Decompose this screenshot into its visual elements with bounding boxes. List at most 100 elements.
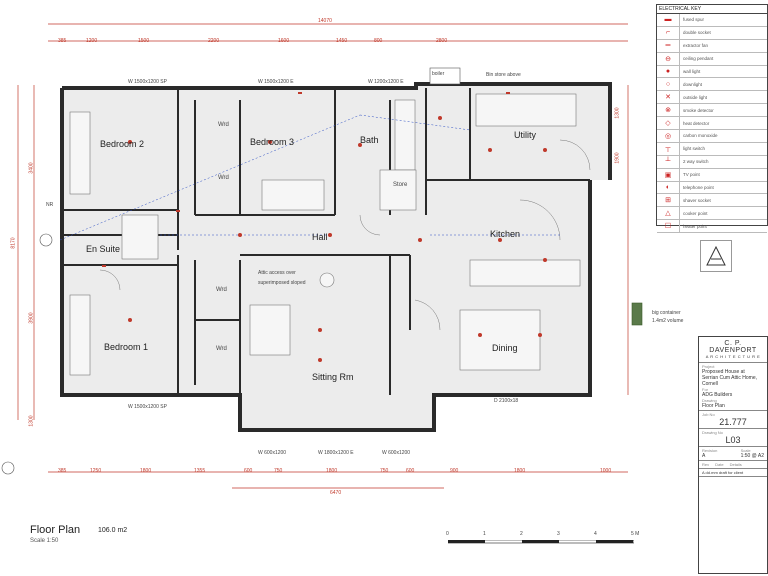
electrical-symbol-icon: ⊗ bbox=[657, 104, 680, 117]
electrical-key-label: 2 way switch bbox=[683, 159, 709, 165]
client-name: ADG Builders bbox=[702, 392, 733, 398]
electrical-key-title: ELECTRICAL KEY bbox=[657, 5, 767, 14]
scale-tick-label: 4 bbox=[594, 531, 597, 537]
dim-top-8: 2800 bbox=[436, 38, 448, 44]
dim-bot-3: 1800 bbox=[140, 468, 152, 474]
electrical-key-label: outside light bbox=[683, 94, 708, 100]
scale-tick-label: 5 M bbox=[631, 531, 640, 537]
electrical-key-row: ●wall light bbox=[657, 65, 767, 79]
dim-bot-6: 750 bbox=[274, 468, 283, 474]
dim-overall-top: 14070 bbox=[318, 18, 332, 24]
electrical-key-label: extractor fan bbox=[683, 43, 709, 49]
drawing-footer-title: Floor Plan bbox=[30, 524, 81, 536]
dim-bot-10: 900 bbox=[450, 468, 459, 474]
project-line-2: Serrian Cum Attic Home, bbox=[702, 375, 758, 381]
revision-value: A bbox=[702, 453, 706, 459]
window-tag-bot-1: W 1500x1200 SP bbox=[128, 404, 167, 410]
architect-logo bbox=[700, 240, 732, 272]
dim-bot-4: 1355 bbox=[194, 468, 206, 474]
room-store: Store bbox=[393, 182, 408, 188]
room-sitting: Sitting Rm bbox=[312, 372, 354, 382]
dim-bot-5: 600 bbox=[244, 468, 253, 474]
revision-table-header: Rev Date Details bbox=[699, 461, 767, 469]
electrical-key-row: ▣TV point bbox=[657, 168, 767, 182]
scale-value: 1:50 @ A2 bbox=[740, 453, 764, 459]
electrical-key-label: heat detector bbox=[683, 120, 710, 126]
electrical-key-label: smoke detector bbox=[683, 107, 714, 113]
dim-left-3: 1300 bbox=[28, 415, 35, 427]
note-attic-2: superimposed sloped bbox=[258, 280, 306, 286]
dim-right-1: 1300 bbox=[614, 107, 621, 119]
window-tag-top-2: W 1500x1200 E bbox=[258, 79, 294, 85]
electrical-key-row: ▬fused spur bbox=[657, 14, 767, 27]
electrical-key-label: double socket bbox=[683, 30, 711, 36]
electrical-symbol-icon: ▣ bbox=[657, 168, 680, 181]
fixtures bbox=[69, 67, 643, 376]
note-bag-1: big container bbox=[652, 310, 681, 316]
dim-bot-11: 1800 bbox=[514, 468, 526, 474]
electrical-key-label: downlight bbox=[683, 81, 703, 87]
electrical-symbol-icon: ⌐ bbox=[657, 26, 680, 39]
room-wardrobe-1: Wrd bbox=[218, 122, 229, 128]
electrical-key-label: heater point bbox=[683, 223, 707, 229]
scale-block: Scale 1:50 @ A2 bbox=[741, 448, 764, 459]
electrical-symbol-icon: ⊖ bbox=[657, 52, 680, 65]
window-tag-bot-3: W 1800x1200 E bbox=[318, 450, 354, 456]
electrical-key-row: ☐heater point bbox=[657, 220, 767, 234]
drawing-label: Drawing bbox=[702, 398, 717, 403]
electrical-key-rows: ▬fused spur⌐double socket═extractor fan⊖… bbox=[657, 14, 767, 234]
note-bag-2: 1.4m2 volume bbox=[652, 318, 684, 324]
electrical-symbol-icon: ● bbox=[657, 65, 680, 78]
electrical-key-label: TV point bbox=[683, 172, 700, 178]
room-dining: Dining bbox=[492, 343, 518, 353]
note-attic-1: Attic access over bbox=[258, 270, 296, 276]
dim-bot-8: 750 bbox=[380, 468, 389, 474]
scale-tick-label: 2 bbox=[520, 531, 523, 537]
electrical-key-label: shaver socket bbox=[683, 197, 711, 203]
room-bedroom-1: Bedroom 1 bbox=[104, 342, 149, 352]
revision-block: Revision A bbox=[702, 448, 717, 459]
drawing-title: Floor Plan bbox=[702, 403, 725, 409]
rev-header-details: Details bbox=[729, 462, 742, 467]
note-nr: NR bbox=[46, 202, 54, 208]
interior-walls bbox=[62, 88, 590, 395]
room-wardrobe-3: Wrd bbox=[216, 287, 227, 293]
firm-name: C. P. DAVENPORT A R C H I T E C T U R E bbox=[699, 337, 767, 363]
electrical-symbol-icon: ◇ bbox=[657, 117, 680, 130]
electrical-symbol-icon: ☐ bbox=[657, 220, 680, 233]
dim-left-2: 3900 bbox=[28, 312, 35, 324]
scale-tick-label: 0 bbox=[446, 531, 449, 537]
electrical-key-row: ⊗smoke detector bbox=[657, 104, 767, 118]
electrical-key-label: wall light bbox=[683, 69, 701, 74]
electrical-key-label: cooker point bbox=[683, 210, 708, 216]
electrical-symbol-icon: ◎ bbox=[657, 130, 680, 142]
dim-top-5: 1600 bbox=[278, 38, 290, 44]
room-kitchen: Kitchen bbox=[490, 229, 521, 239]
drawing-no-label: Drawing No bbox=[702, 430, 723, 435]
electrical-symbol-icon: ┬ bbox=[657, 142, 680, 155]
rev-header-rev: Rev bbox=[702, 462, 710, 467]
electrical-key-row: ═extractor fan bbox=[657, 39, 767, 53]
project-line-1: Proposed House at bbox=[702, 369, 745, 375]
room-en-suite: En Suite bbox=[86, 244, 121, 254]
electrical-key: ELECTRICAL KEY ▬fused spur⌐double socket… bbox=[656, 4, 768, 234]
dim-top-1: 385 bbox=[58, 38, 67, 44]
job-label: Job No bbox=[702, 412, 715, 417]
firm-name-text: C. P. DAVENPORT bbox=[709, 340, 757, 354]
dim-bot-7: 1800 bbox=[326, 468, 338, 474]
electrical-key-row: ✕outside light bbox=[657, 91, 767, 105]
room-bedroom-3: Bedroom 3 bbox=[250, 137, 295, 147]
electrical-key-row: ⊖ceiling pendant bbox=[657, 52, 767, 66]
revision-table-row: A dd.mm draft for client bbox=[699, 469, 767, 477]
project-line-3: Cornell bbox=[702, 381, 718, 387]
dim-left-1: 3400 bbox=[28, 162, 35, 174]
electrical-symbol-icon: ✕ bbox=[657, 91, 680, 104]
electrical-key-row: ⌐double socket bbox=[657, 26, 767, 40]
job-number: 21.777 bbox=[719, 417, 747, 427]
electrical-key-row: ┬light switch bbox=[657, 142, 767, 156]
room-utility: Utility bbox=[514, 130, 536, 140]
logo-icon bbox=[706, 245, 726, 266]
electrical-key-row: ◎carbon monoxide bbox=[657, 130, 767, 143]
room-bath: Bath bbox=[360, 135, 379, 145]
electrical-key-row: ◐telephone point bbox=[657, 181, 767, 195]
